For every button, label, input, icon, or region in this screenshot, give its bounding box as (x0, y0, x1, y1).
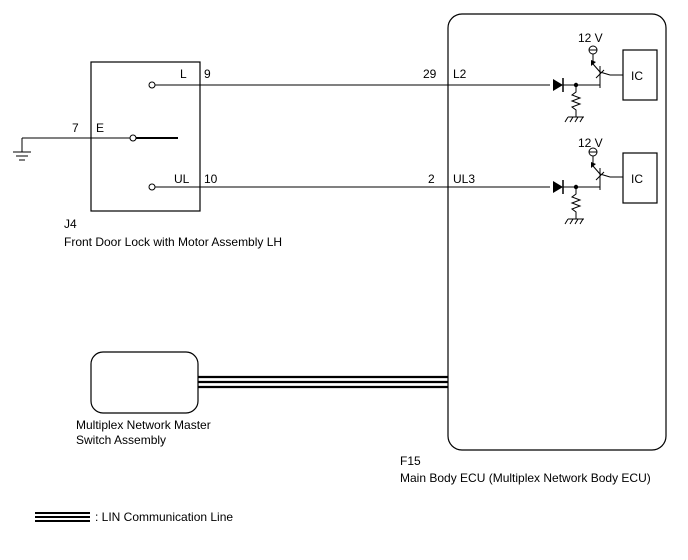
f15-code: F15 (400, 454, 421, 468)
ic-box-top (622, 49, 658, 101)
f15-pin-l2-num: 29 (423, 67, 437, 81)
legend-lin-icon (35, 512, 90, 522)
f15-pin-ul3-num: 2 (428, 172, 435, 186)
main-body-ecu-box (447, 13, 667, 451)
contact-l (148, 81, 156, 89)
master-switch-name-1: Multiplex Network Master (76, 418, 211, 432)
transistor-arrow (591, 162, 596, 168)
transistor-icon (592, 58, 623, 88)
diode-icon (553, 78, 564, 92)
lin-bus-line (198, 375, 448, 389)
contact-e (129, 134, 137, 142)
j4-pin-l-num: 9 (204, 67, 211, 81)
chassis-ground-icon (564, 116, 584, 123)
ic-label-bottom: IC (631, 172, 643, 186)
contact-ul (148, 183, 156, 191)
master-switch-name-2: Switch Assembly (76, 433, 166, 447)
j4-pin-ul-num: 10 (204, 172, 218, 186)
master-switch-box (90, 351, 199, 414)
diode-icon (553, 180, 564, 194)
ground-icon (13, 151, 31, 161)
f15-pin-ul3-label: UL3 (453, 172, 475, 186)
j4-pin-e-num: 7 (72, 121, 79, 135)
f15-pin-l2-label: L2 (453, 67, 467, 81)
j4-pin-l-label: L (180, 67, 187, 81)
ic-label-top: IC (631, 69, 643, 83)
supply-label-bottom: 12 V (578, 136, 603, 150)
transistor-icon (592, 160, 623, 190)
resistor-icon (570, 187, 582, 219)
supply-label-top: 12 V (578, 31, 603, 45)
legend-lin-label: : LIN Communication Line (95, 510, 233, 524)
j4-pin-ul-label: UL (174, 172, 190, 186)
chassis-ground-icon (564, 218, 584, 225)
f15-name: Main Body ECU (Multiplex Network Body EC… (400, 471, 651, 485)
j4-code: J4 (64, 217, 77, 231)
door-lock-box (90, 61, 201, 212)
resistor-icon (570, 85, 582, 117)
j4-pin-e-label: E (96, 121, 104, 135)
j4-name: Front Door Lock with Motor Assembly LH (64, 235, 282, 249)
ic-box-bottom (622, 152, 658, 204)
transistor-arrow (591, 60, 596, 66)
